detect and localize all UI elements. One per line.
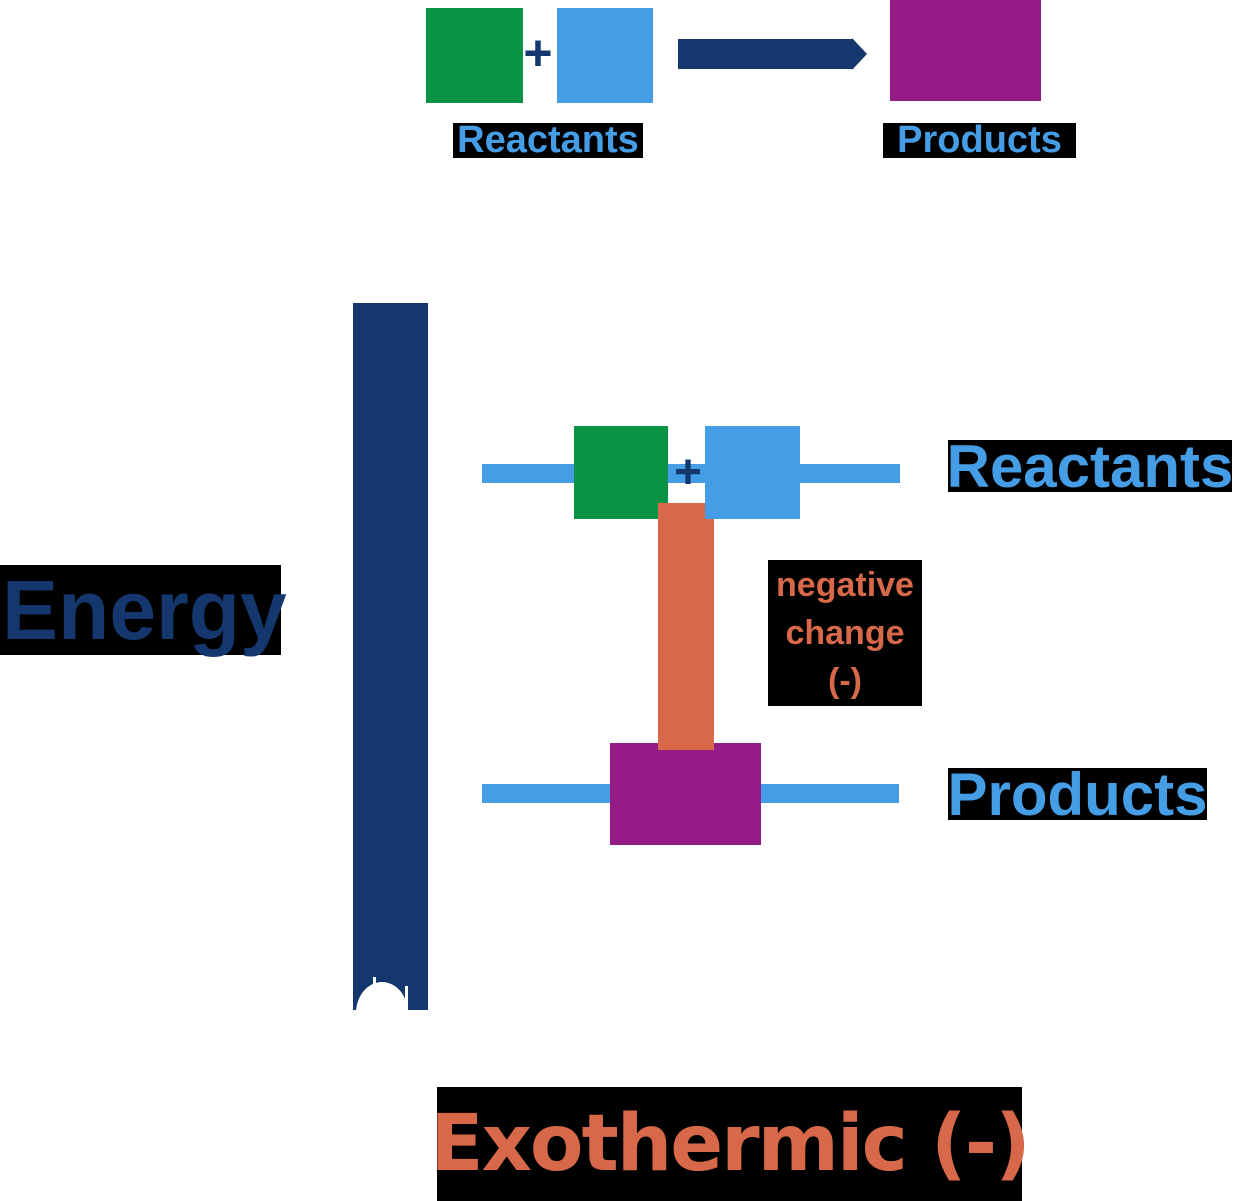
axis-arrowhead-mark xyxy=(405,986,408,1011)
negative-change-line: change xyxy=(785,614,905,652)
negative-change-label: negative change (-) xyxy=(768,560,922,706)
equation-products-label: Products xyxy=(883,119,1076,161)
negative-change-line: (-) xyxy=(828,662,862,700)
products-level-label: Products xyxy=(947,760,1208,828)
plus-icon: + xyxy=(523,25,553,81)
product-square xyxy=(890,0,1041,101)
axis-arrowhead-mark xyxy=(373,977,376,993)
negative-change-line: negative xyxy=(776,566,914,604)
arrow-right-icon xyxy=(678,39,852,69)
axis-arrowhead-icon xyxy=(356,982,408,1034)
plus-icon: + xyxy=(673,445,703,499)
reactants-level-label: Reactants xyxy=(946,432,1234,500)
energy-axis-bar xyxy=(353,303,428,1010)
reactant-a-level-square xyxy=(574,426,668,519)
reactant-a-square xyxy=(426,8,523,103)
reactant-b-level-square xyxy=(705,426,800,519)
exothermic-caption: Exothermic (-) xyxy=(430,1087,1031,1201)
energy-decrease-bar xyxy=(658,503,714,750)
equation-reactants-label: Reactants xyxy=(453,119,643,161)
product-level-square xyxy=(610,743,761,845)
arrow-right-tip-icon xyxy=(852,38,867,70)
energy-axis-label: Energy xyxy=(0,562,287,657)
reactant-b-square xyxy=(557,8,653,103)
